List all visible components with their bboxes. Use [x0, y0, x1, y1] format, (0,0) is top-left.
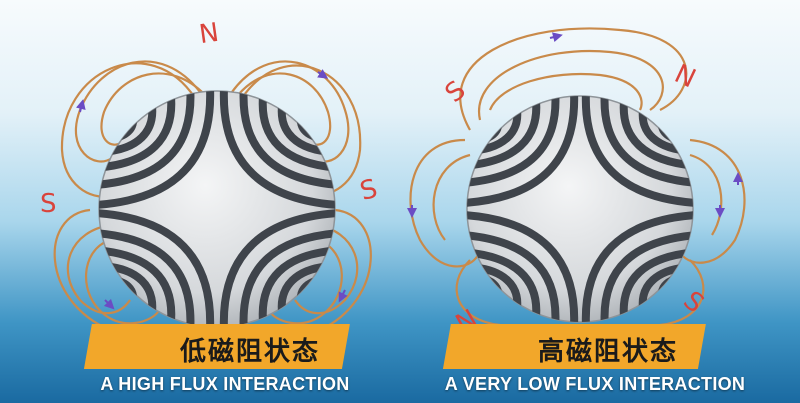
field-line [459, 27, 688, 131]
left-arrows [75, 69, 348, 310]
pole-label-south: S [357, 174, 381, 207]
right-banner-text: 高磁阻状态 [537, 337, 678, 367]
pole-label-north: N [197, 18, 220, 50]
field-line [477, 49, 664, 121]
field-line [66, 223, 131, 315]
field-line [231, 60, 350, 163]
field-line [84, 238, 159, 325]
left-banner [83, 324, 350, 369]
field-line [319, 208, 372, 331]
field-line [269, 238, 343, 325]
field-line [681, 138, 746, 264]
pole-label-south: S [40, 189, 57, 219]
field-line [488, 73, 643, 111]
right-arrows [407, 32, 743, 218]
field-line [241, 64, 362, 196]
left-field-lines [53, 60, 372, 332]
right-rotor [466, 95, 694, 323]
right-field-lines [409, 27, 746, 327]
field-line [60, 62, 196, 198]
field-line [53, 208, 111, 332]
field-line [455, 259, 501, 327]
pole-label-south: S [440, 75, 472, 109]
field-line [100, 72, 206, 146]
right-caption: A VERY LOW FLUX INTERACTION [444, 374, 746, 394]
field-line [432, 153, 471, 241]
left-caption: A HIGH FLUX INTERACTION [100, 374, 350, 394]
left-pole-labels: N S S [40, 18, 381, 219]
field-line [294, 223, 359, 315]
pole-label-south: S [677, 286, 709, 320]
right-banner [442, 324, 706, 369]
left-banner-text: 低磁阻状态 [179, 337, 320, 367]
field-line [689, 153, 723, 236]
field-line [409, 138, 479, 268]
left-rotor [98, 90, 336, 328]
pole-label-north: N [670, 59, 700, 94]
field-line [659, 259, 705, 327]
